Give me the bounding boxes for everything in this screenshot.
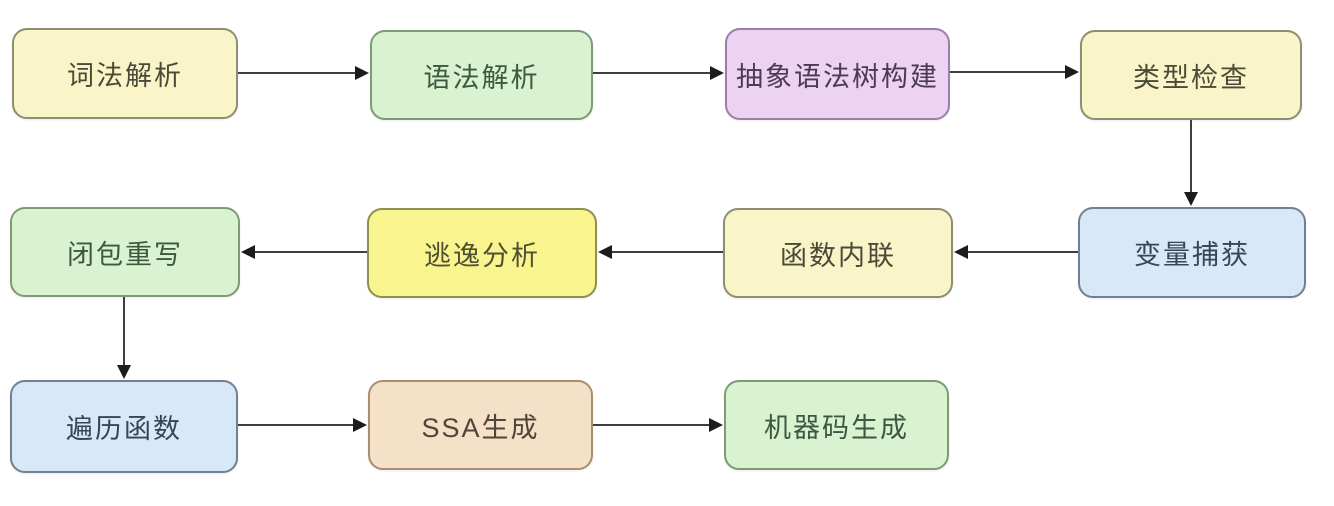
node-escape-analysis: 逃逸分析: [367, 208, 597, 298]
node-lexical-parse: 词法解析: [12, 28, 238, 119]
arrowhead-right-icon: [1065, 65, 1079, 79]
node-machine-code-generation-label: 机器码生成: [764, 412, 909, 443]
node-type-check: 类型检查: [1080, 30, 1302, 120]
node-lexical-parse-label: 词法解析: [67, 61, 183, 91]
node-syntax-parse-label: 语法解析: [423, 62, 540, 93]
arrowhead-down-icon: [1184, 192, 1198, 206]
edge-lexical-to-syntax: [238, 72, 356, 74]
node-walk-functions-label: 遍历函数: [66, 414, 182, 444]
edge-ast-to-typecheck: [950, 71, 1066, 73]
arrowhead-right-icon: [710, 66, 724, 80]
arrowhead-left-icon: [954, 245, 968, 259]
arrowhead-left-icon: [598, 245, 612, 259]
node-closure-rewrite: 闭包重写: [10, 207, 240, 297]
edge-walk-to-ssa: [238, 424, 354, 426]
node-variable-capture: 变量捕获: [1078, 207, 1306, 298]
node-ast-build: 抽象语法树构建: [725, 28, 950, 120]
node-variable-capture-label: 变量捕获: [1134, 240, 1250, 270]
node-closure-rewrite-label: 闭包重写: [67, 239, 183, 270]
node-ast-build-label: 抽象语法树构建: [736, 61, 939, 92]
node-syntax-parse: 语法解析: [370, 30, 593, 120]
arrowhead-right-icon: [709, 418, 723, 432]
node-ssa-generation: SSA生成: [368, 380, 593, 470]
node-escape-analysis-label: 逃逸分析: [424, 240, 540, 271]
node-function-inline: 函数内联: [723, 208, 953, 298]
node-machine-code-generation: 机器码生成: [724, 380, 949, 470]
arrowhead-right-icon: [353, 418, 367, 432]
edge-inline-to-escape: [611, 251, 723, 253]
edge-ssa-to-machine: [593, 424, 710, 426]
edge-closure-to-walk: [123, 297, 125, 366]
edge-syntax-to-ast: [593, 72, 711, 74]
node-ssa-generation-label: SSA生成: [421, 412, 540, 443]
edge-typecheck-to-varcapture: [1190, 120, 1192, 193]
edge-escape-to-closure: [254, 251, 367, 253]
node-walk-functions: 遍历函数: [10, 380, 238, 473]
arrowhead-down-icon: [117, 365, 131, 379]
edge-varcapture-to-inline: [967, 251, 1078, 253]
node-type-check-label: 类型检查: [1133, 62, 1249, 93]
arrowhead-right-icon: [355, 66, 369, 80]
node-function-inline-label: 函数内联: [780, 240, 896, 271]
arrowhead-left-icon: [241, 245, 255, 259]
